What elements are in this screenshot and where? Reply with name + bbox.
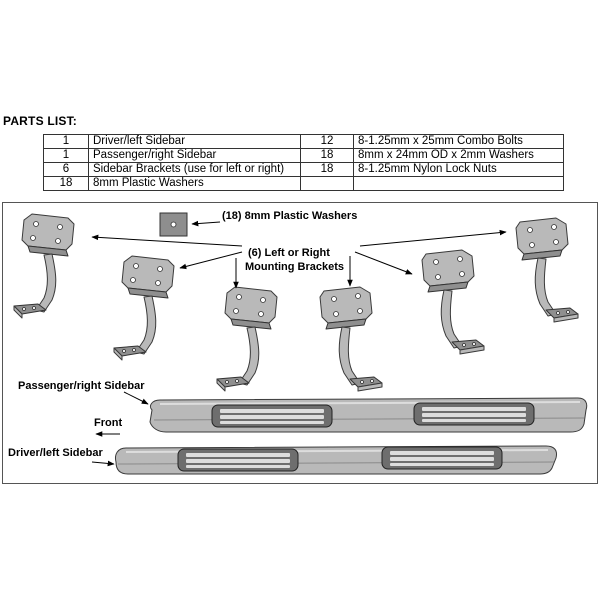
plastic-washer-illustration bbox=[159, 212, 188, 237]
qty-cell: 18 bbox=[300, 148, 354, 163]
washers-label: (18) 8mm Plastic Washers bbox=[222, 210, 357, 222]
table-row: 6 Sidebar Brackets (use for left or righ… bbox=[43, 162, 564, 177]
driver-sidebar-illustration bbox=[115, 445, 557, 475]
bracket-illustration bbox=[216, 286, 278, 392]
description-cell: Sidebar Brackets (use for left or right) bbox=[88, 162, 301, 177]
description-cell: Driver/left Sidebar bbox=[88, 134, 301, 149]
bracket-illustration bbox=[319, 286, 383, 392]
description-cell: 8-1.25mm Nylon Lock Nuts bbox=[353, 162, 564, 177]
driver-sidebar-arrow bbox=[91, 460, 115, 467]
parts-list-table: 1 Driver/left Sidebar 12 8-1.25mm x 25mm… bbox=[43, 134, 564, 191]
passenger-sidebar-label: Passenger/right Sidebar bbox=[18, 380, 145, 392]
washers-arrow bbox=[191, 220, 221, 227]
passenger-sidebar-arrow bbox=[123, 391, 149, 405]
qty-cell: 18 bbox=[43, 176, 89, 191]
table-row: 1 Passenger/right Sidebar 18 8mm x 24mm … bbox=[43, 148, 564, 163]
table-row: 18 8mm Plastic Washers bbox=[43, 176, 564, 191]
front-label: Front bbox=[94, 417, 122, 429]
description-cell: 8mm Plastic Washers bbox=[88, 176, 301, 191]
bracket-illustration bbox=[13, 213, 75, 319]
description-cell: 8-1.25mm x 25mm Combo Bolts bbox=[353, 134, 564, 149]
description-cell bbox=[353, 176, 564, 191]
brackets-label-line2: Mounting Brackets bbox=[245, 261, 344, 273]
driver-sidebar-label: Driver/left Sidebar bbox=[8, 447, 103, 459]
parts-list-title: PARTS LIST: bbox=[3, 114, 77, 128]
passenger-sidebar-illustration bbox=[149, 397, 588, 433]
brackets-label-line1: (6) Left or Right bbox=[248, 247, 330, 259]
bracket-illustration bbox=[421, 249, 485, 355]
diagram-frame bbox=[2, 202, 598, 484]
table-row: 1 Driver/left Sidebar 12 8-1.25mm x 25mm… bbox=[43, 134, 564, 149]
bracket-illustration bbox=[515, 217, 579, 323]
bracket-arrows bbox=[91, 229, 507, 289]
bracket-illustration bbox=[113, 255, 175, 361]
